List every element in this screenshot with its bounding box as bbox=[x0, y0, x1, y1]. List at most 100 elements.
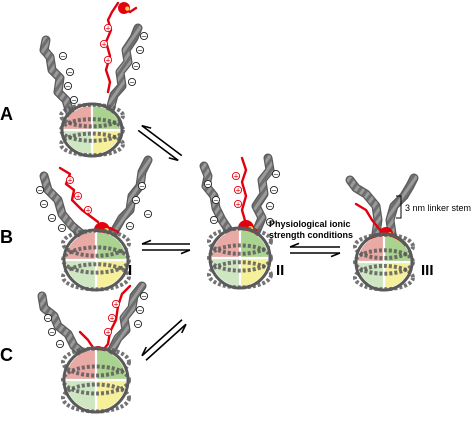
panel-b2-dna-charge-right-3-ring bbox=[265, 217, 275, 227]
panel-b2-dna-charge-left-2: − bbox=[205, 180, 211, 188]
panel-b1-dna-charge-right-2: − bbox=[145, 210, 151, 218]
panel-a-dna-charge-right-2-ring bbox=[139, 31, 149, 41]
state-label-ii: II bbox=[276, 262, 285, 279]
equilibrium-arrow-a-to-ii-reverse-head bbox=[141, 124, 152, 129]
panel-c-dna-charge-left-1: − bbox=[49, 328, 55, 336]
panel-b1-dna-left bbox=[40, 172, 88, 240]
panel-b2-dna-charge-left-1: − bbox=[213, 196, 219, 204]
panel-c-wrapped-dna-3 bbox=[61, 382, 131, 414]
panel-b2-tail-charge-0-ring bbox=[233, 185, 243, 195]
panel-c-core bbox=[61, 346, 131, 414]
panel-c-wrapped-dna-1 bbox=[61, 346, 131, 378]
equilibrium-arrow-ii-to-iii-reverse-head bbox=[289, 242, 300, 248]
panel-b2-dna-left bbox=[200, 162, 234, 236]
panel-b1-dna-charge-left-2: − bbox=[49, 214, 55, 222]
panel-b2-tail-charge-1: + bbox=[233, 172, 239, 180]
equilibrium-arrow-a-to-ii bbox=[137, 124, 183, 162]
panel-a-dna-charge-left-2: − bbox=[65, 82, 71, 90]
equilibrium-arrow-c-to-ii-forward-head bbox=[181, 323, 187, 334]
panel-b2-dna-charge-right-0-ring bbox=[265, 201, 275, 211]
panel-c-dna-charge-left-2-ring bbox=[55, 339, 65, 349]
linker-stem-label: 3 nm linker stem bbox=[405, 203, 472, 213]
panel-b1-dna-charge-left-2-ring bbox=[47, 213, 57, 223]
equilibrium-arrow-c-to-ii-reverse-shaft bbox=[141, 319, 183, 357]
panel-c-dna-charge-right-1-ring bbox=[133, 319, 143, 329]
panel-a-dna-charge-right-0: − bbox=[133, 62, 139, 70]
panel-b1-dna-charge-right-1-ring bbox=[137, 181, 147, 191]
equilibrium-arrow-a-to-ii-reverse-shaft bbox=[141, 124, 183, 157]
panel-b3-wrapped-dna-3 bbox=[353, 263, 415, 292]
panel-a-dna-charge-right-1-ring bbox=[135, 45, 145, 55]
panel-b2-dna-charge-right-3: − bbox=[267, 218, 273, 226]
panel-b1-linker-histone-tail bbox=[58, 166, 100, 224]
panel-a-dna-charge-left-1-ring bbox=[58, 51, 68, 61]
panel-b-state-i-nucleosome: −−−−−−−−+++ bbox=[35, 155, 153, 241]
panel-label-b: B bbox=[0, 227, 13, 247]
panel-b2-tail-charge-0: + bbox=[235, 186, 241, 194]
panel-b1-dna-charge-right-0-ring bbox=[131, 195, 141, 205]
panel-b3-histone-octamer-quadrant-3 bbox=[384, 262, 410, 288]
panel-b1-tail-charge-1: + bbox=[75, 192, 81, 200]
panel-a-linker-histone-globular bbox=[118, 2, 130, 14]
panel-c-dna-charge-left-0: − bbox=[45, 314, 51, 322]
panel-b-state-iii-nucleosome bbox=[345, 173, 419, 248]
panel-b1-dna-charge-left-0: − bbox=[37, 186, 43, 194]
equilibrium-arrow-i-to-ii-forward-head bbox=[180, 249, 191, 255]
panel-a-tail-charge-2-ring bbox=[103, 55, 113, 65]
equilibrium-arrow-c-to-ii-forward-shaft bbox=[145, 323, 187, 361]
panel-b3-dna-right bbox=[386, 174, 418, 238]
panel-b2-dna-charge-right-1-ring bbox=[269, 185, 279, 195]
panel-b1-dna-charge-right-2-ring bbox=[143, 209, 153, 219]
panel-c-linker-histone-tail bbox=[98, 284, 132, 356]
panel-a-linker-histone-tail bbox=[104, 1, 120, 94]
panel-a-tail-charge-1-ring bbox=[99, 39, 109, 49]
panel-b1-dna-charge-left-3: − bbox=[59, 224, 65, 232]
equilibrium-arrow-c-to-ii bbox=[141, 319, 187, 361]
equilibrium-arrow-ii-to-iii bbox=[289, 242, 341, 258]
panel-b1-wrapped-dna-outer bbox=[62, 228, 130, 292]
panel-b2-dna-charge-right-0: − bbox=[267, 202, 273, 210]
panel-b2-tail-charge-2-ring bbox=[233, 199, 243, 209]
panel-b1-tail-charge-2-ring bbox=[83, 205, 93, 215]
panel-b3-core bbox=[353, 232, 415, 292]
panel-c-dna-charge-right-2-ring bbox=[139, 291, 149, 301]
panel-c-tail-charge-1-ring bbox=[107, 313, 117, 323]
panel-c-dna-left bbox=[38, 292, 88, 358]
panel-b-state-ii-nucleosome: −−−−−−−+++ bbox=[199, 153, 281, 237]
panel-a-dna-charge-left-0-ring bbox=[65, 67, 75, 77]
panel-b2-dna-charge-left-2-ring bbox=[203, 179, 213, 189]
panel-a-dna-right bbox=[106, 24, 142, 114]
panel-b1-dna-charge-left-1-ring bbox=[39, 199, 49, 209]
panel-b1-dna-charge-right-0: − bbox=[133, 196, 139, 204]
panel-a-linker-histone-globular-spot bbox=[125, 6, 130, 11]
panel-a-dna-charge-left-3: − bbox=[71, 96, 77, 104]
panel-a-wrapped-dna-outer bbox=[60, 102, 124, 158]
panel-b2-histone-octamer-quadrant-2 bbox=[240, 230, 268, 258]
panel-c-dna-charge-right-2: − bbox=[141, 292, 147, 300]
panel-b2-histone-octamer-quadrant-3 bbox=[240, 258, 268, 286]
state-label-iii: III bbox=[421, 262, 434, 279]
panel-a-nucleosome: −−−−−−−−+++ bbox=[39, 1, 149, 118]
equilibrium-arrow-i-to-ii bbox=[141, 239, 191, 255]
panel-b3-histone-octamer-quadrant-2 bbox=[384, 236, 410, 262]
panel-b2-dna-charge-right-1: − bbox=[271, 186, 277, 194]
panel-a-dna-charge-right-3-ring bbox=[127, 77, 137, 87]
panel-a-tail-charge-2: + bbox=[105, 56, 111, 64]
panel-a-wrapped-dna-3 bbox=[59, 131, 125, 158]
panel-b2-tail-charge-2: + bbox=[235, 200, 241, 208]
equilibrium-arrow-i-to-ii-reverse-head bbox=[141, 239, 152, 245]
panel-b1-tail-charge-1-ring bbox=[73, 191, 83, 201]
panel-label-a: A bbox=[0, 104, 13, 124]
panel-c-dna-charge-right-0-ring bbox=[135, 305, 145, 315]
panel-b2-linker-histone-tail bbox=[240, 156, 248, 226]
panel-a-dna-left bbox=[40, 36, 74, 117]
equilibrium-arrow-c-to-ii-reverse-head bbox=[141, 346, 147, 357]
panel-b2-core bbox=[207, 226, 273, 290]
panel-c-dna-right bbox=[108, 282, 146, 354]
panel-b2-wrapped-dna-outer bbox=[208, 226, 272, 290]
panel-b2-dna-charge-right-2: − bbox=[273, 170, 279, 178]
panel-b1-tail-charge-0: + bbox=[67, 176, 73, 184]
condition-line-2: strength conditions bbox=[269, 230, 353, 240]
